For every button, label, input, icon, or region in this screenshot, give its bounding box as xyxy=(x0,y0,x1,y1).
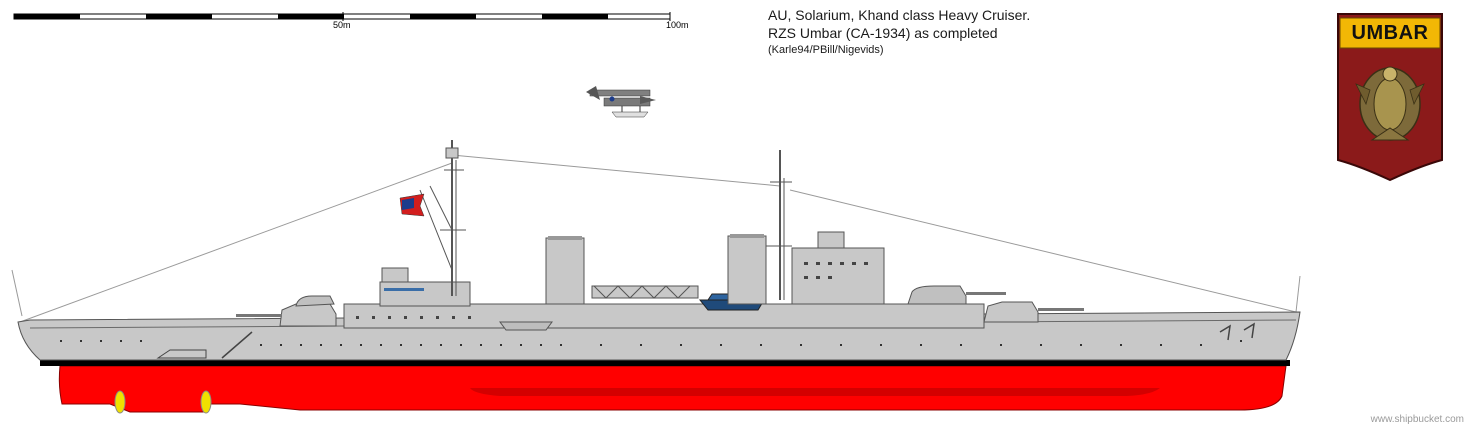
funnel-fore xyxy=(727,235,767,305)
superstructure-base xyxy=(343,303,985,329)
aft-turret-y-guns xyxy=(236,314,282,317)
boot-topping xyxy=(40,360,1290,366)
emblem-title: UMBAR xyxy=(1351,21,1429,44)
portholes xyxy=(60,340,1242,346)
bilge-keel xyxy=(470,388,1160,396)
foremast xyxy=(766,150,792,300)
rigging-lines xyxy=(11,154,1301,323)
catapult xyxy=(591,285,699,299)
bow-anchors xyxy=(1219,322,1255,341)
scale-label-100m: 100m xyxy=(666,20,689,30)
scale-bar xyxy=(13,12,671,21)
superstructure-windows xyxy=(356,316,471,319)
fore-turret-b-guns xyxy=(966,292,1006,295)
umbar-emblem xyxy=(1337,13,1443,182)
funnel-aft xyxy=(545,237,585,305)
funnel-aft-cap xyxy=(548,236,582,240)
aft-turret-x xyxy=(295,295,335,307)
seaplane xyxy=(586,86,656,118)
scale-label-50m: 50m xyxy=(333,20,351,30)
drawing-caption: AU, Solarium, Khand class Heavy Cruiser.… xyxy=(768,6,1030,58)
watermark: www.shipbucket.com xyxy=(1370,414,1464,425)
aft-turret-y xyxy=(279,303,337,327)
funnel-fore-cap xyxy=(730,234,764,238)
aft-blue-stripe xyxy=(384,288,424,291)
accommodation-ladder xyxy=(221,331,253,359)
emblem-banner xyxy=(1339,17,1441,49)
caption-line-2: RZS Umbar (CA-1934) as completed xyxy=(768,25,998,41)
fore-turret-a-guns xyxy=(1038,308,1084,311)
caption-line-1: AU, Solarium, Khand class Heavy Cruiser. xyxy=(768,7,1031,23)
fore-turret-a xyxy=(983,301,1039,323)
stern-anchor-mark xyxy=(156,349,207,359)
fore-turret-b xyxy=(907,285,967,305)
ensign-flag xyxy=(399,193,425,217)
bridge-director xyxy=(817,231,845,249)
emblem-crest xyxy=(1355,66,1425,141)
ships-boat xyxy=(499,321,553,331)
aft-superstructure xyxy=(379,281,471,307)
main-mast-aft xyxy=(419,140,466,296)
propellers xyxy=(114,390,212,414)
aft-director xyxy=(381,267,409,283)
mast-head xyxy=(445,147,459,159)
bridge-windows xyxy=(804,262,868,279)
caption-credits: (Karle94/PBill/Nigevids) xyxy=(768,44,884,56)
